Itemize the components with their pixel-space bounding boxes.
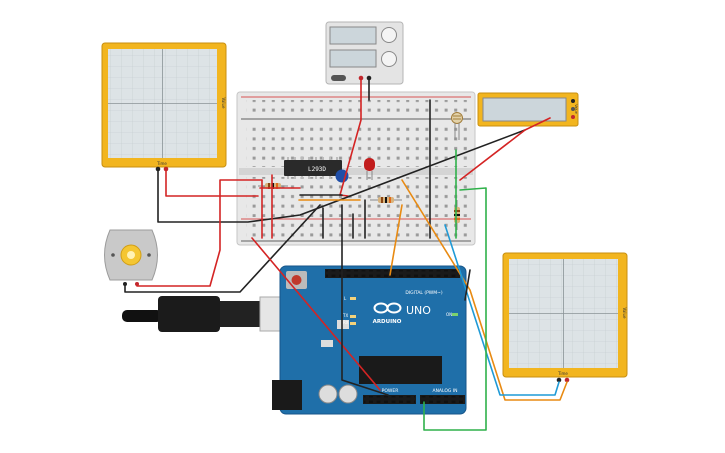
wire-motor-positive xyxy=(136,179,263,287)
wire-orange-to-right-scope xyxy=(401,179,568,401)
multimeter-value-label: Value xyxy=(574,104,578,114)
arduino-model: UNO xyxy=(406,304,431,317)
rx-led-label: RX xyxy=(343,320,349,325)
power-supply[interactable] xyxy=(325,21,404,85)
wire-pwm-to-driver xyxy=(389,204,403,276)
oscilloscope-left-terminal-neg[interactable] xyxy=(155,166,161,172)
power-header-label: POWER xyxy=(382,388,399,394)
arduino-uno-board[interactable]: ARDUINO UNO DIGITAL (PWM~) POWER ANALOG … xyxy=(272,265,467,415)
tx-led-label: TX xyxy=(342,313,348,318)
ceramic-capacitor[interactable] xyxy=(335,169,349,183)
oscilloscope-left-time-label: Time xyxy=(156,161,167,166)
red-led[interactable] xyxy=(364,158,375,180)
digital-header-label: DIGITAL (PWM~) xyxy=(405,290,443,296)
arduino-brand: ARDUINO xyxy=(373,319,402,325)
current-knob[interactable] xyxy=(381,51,397,67)
oscilloscope-left[interactable]: Time Value xyxy=(101,42,227,172)
resistor-2[interactable] xyxy=(370,197,402,203)
wire-multimeter-positive xyxy=(459,117,551,181)
multimeter[interactable]: Value xyxy=(477,92,579,127)
oscilloscope-right-value-label: Value xyxy=(622,308,627,320)
dc-jack xyxy=(272,380,302,410)
wire-gnd-to-breadboard xyxy=(341,204,389,396)
wire-5v-to-breadboard xyxy=(251,237,381,391)
voltage-knob[interactable] xyxy=(381,27,397,43)
chip-label: L293D xyxy=(308,166,326,173)
wire-blue-to-right-scope xyxy=(444,224,560,396)
photoresistor[interactable] xyxy=(451,112,463,141)
wires xyxy=(124,79,568,431)
oscilloscope-right-terminal-neg[interactable] xyxy=(556,377,562,383)
oscilloscope-left-value-label: Value xyxy=(221,98,226,110)
breadboard xyxy=(236,91,476,246)
l-led-label: L xyxy=(344,296,347,301)
atmega-chip xyxy=(359,356,442,384)
analog-header-label: ANALOG IN xyxy=(432,388,457,394)
wire-green-to-analog xyxy=(423,187,487,431)
arduino-logo xyxy=(373,302,402,314)
power-switch[interactable] xyxy=(331,75,346,81)
dc-motor[interactable] xyxy=(104,229,158,286)
oscilloscope-right-terminal-pos[interactable] xyxy=(564,377,570,383)
l293d-driver-chip[interactable]: L293D xyxy=(284,157,342,179)
on-led-label: ON xyxy=(446,312,452,317)
oscilloscope-right[interactable]: Time Value xyxy=(502,252,628,383)
power-supply-negative-terminal[interactable] xyxy=(366,75,372,81)
wire-motor-ground xyxy=(124,204,321,293)
oscilloscope-left-terminal-pos[interactable] xyxy=(163,166,169,172)
oscilloscope-right-time-label: Time xyxy=(557,371,568,376)
power-supply-positive-terminal[interactable] xyxy=(358,75,364,81)
wire-scope-left-ground xyxy=(157,129,526,223)
wire-scope-left-positive xyxy=(165,170,259,197)
wire-supply-positive xyxy=(339,79,362,197)
